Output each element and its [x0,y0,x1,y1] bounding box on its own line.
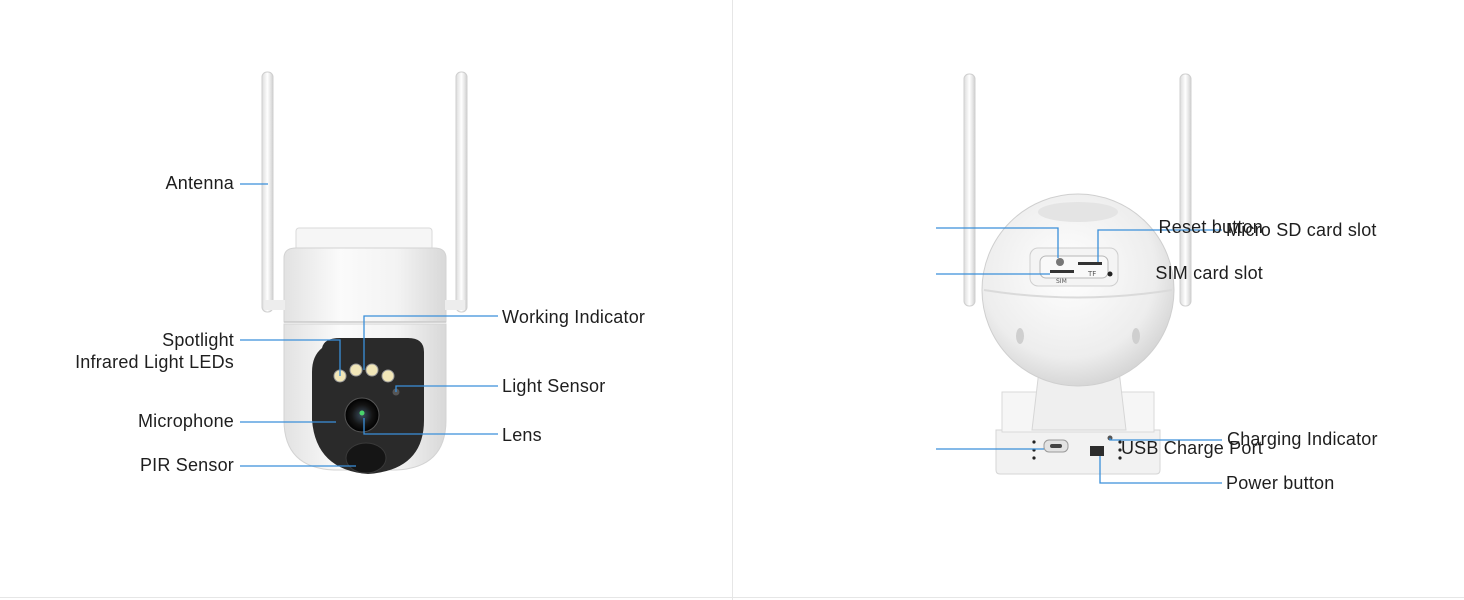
bottom-divider [0,597,1464,598]
label-antenna: Antenna [165,173,234,193]
label-charging-indicator: Charging Indicator [1227,429,1378,449]
back-view-panel: Reset button SIM card slot Micro SD card… [733,0,1464,600]
label-power-button: Power button [1226,473,1335,493]
front-view-panel: Antenna Spotlight Infrared Light LEDs Mi… [75,173,646,475]
back-right-antenna [1179,73,1192,307]
back-sphere [981,193,1175,387]
panel-divider [732,0,733,600]
right-antenna [455,71,468,313]
label-working-indicator: Working Indicator [502,307,646,327]
power-switch [1090,446,1104,456]
reset-hole [1056,258,1064,266]
label-infrared-leds: Infrared Light LEDs [75,352,234,372]
label-microphone: Microphone [137,411,234,431]
label-spotlight: Spotlight [162,330,234,350]
left-antenna [261,71,274,313]
label-micro-sd-slot: Micro SD card slot [1226,220,1377,240]
back-leader-lines [936,227,1222,484]
label-usb-charge-port: USB Charge Port [1120,438,1263,458]
back-left-antenna [963,73,976,307]
front-leader-lines [240,183,498,467]
led-3 [365,363,379,377]
label-sim-card-slot: SIM card slot [1155,263,1263,283]
sd-slot [1078,262,1102,265]
back-camera: TF SIM [963,73,1192,475]
label-pir-sensor: PIR Sensor [139,455,234,475]
tf-mark: TF [1087,270,1096,278]
sim-mark: SIM [1056,278,1067,285]
label-reset-button: Reset button [1158,217,1263,237]
label-lens: Lens [502,425,542,445]
led-2 [349,363,363,377]
sim-slot [1050,270,1074,273]
upper-housing [283,247,447,323]
label-light-sensor: Light Sensor [502,376,606,396]
led-4 [381,369,395,383]
